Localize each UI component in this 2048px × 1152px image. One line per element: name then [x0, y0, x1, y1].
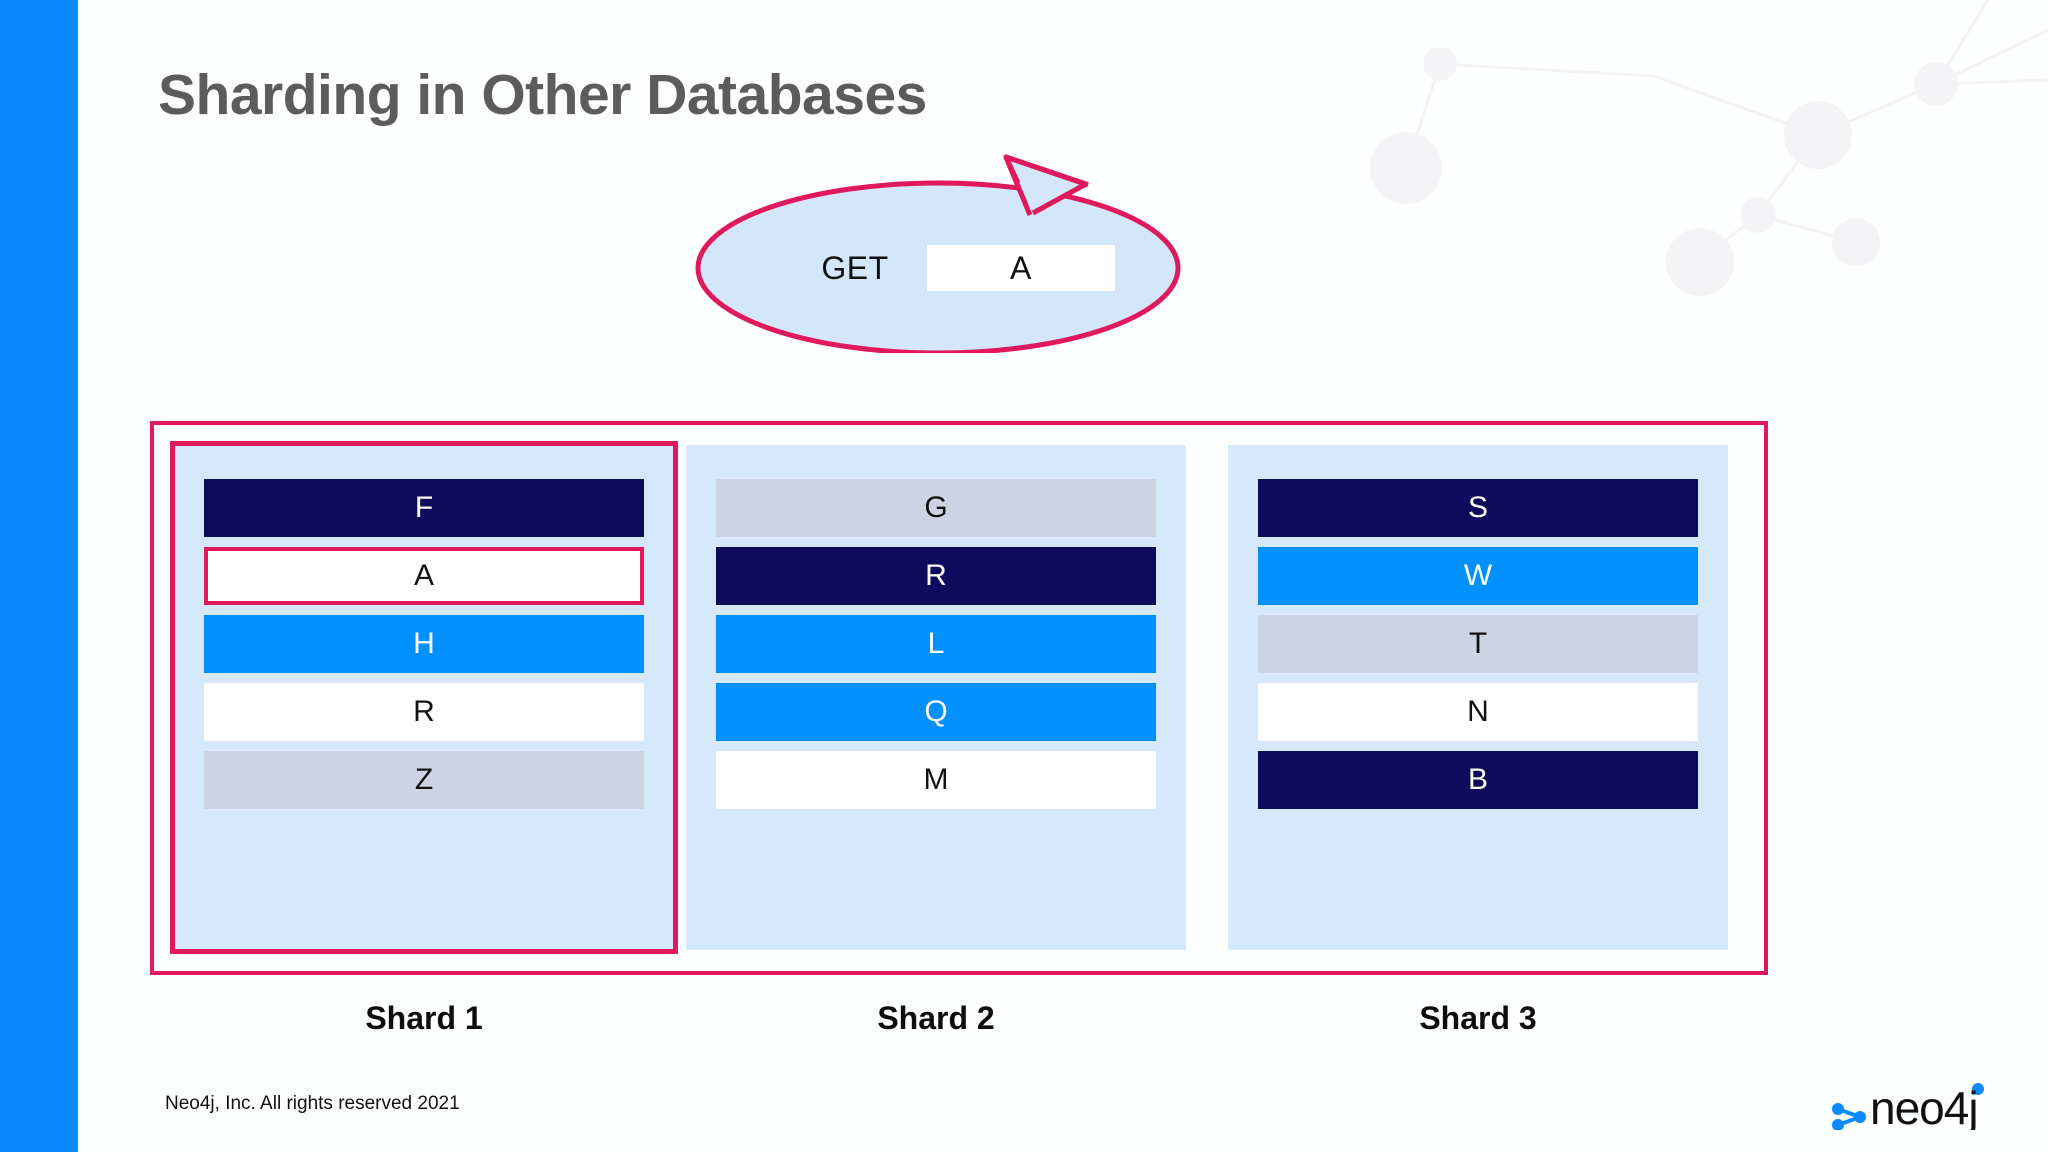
key-row[interactable]: L	[716, 615, 1156, 673]
bubble-verb-label: GET	[821, 249, 889, 286]
shard-panel-1: F A H R Z	[174, 445, 674, 950]
key-row[interactable]: B	[1258, 751, 1698, 809]
key-row-highlighted[interactable]: A	[204, 547, 644, 605]
key-label: F	[414, 491, 434, 524]
shard-panel-3: S W T N B	[1228, 445, 1728, 950]
key-row[interactable]: R	[204, 683, 644, 741]
key-row[interactable]: S	[1258, 479, 1698, 537]
key-label: M	[923, 763, 949, 796]
shard-label-1: Shard 1	[365, 1000, 483, 1036]
key-label: A	[413, 559, 434, 592]
shard-column-3[interactable]: S W T N B	[1228, 445, 1728, 950]
key-row[interactable]: G	[716, 479, 1156, 537]
key-label: Q	[924, 695, 948, 728]
page-title: Sharding in Other Databases	[158, 63, 927, 127]
sharded-cluster-frame	[150, 421, 1768, 975]
shard-panel-2: G R L Q M	[686, 445, 1186, 950]
key-label: G	[924, 491, 948, 524]
shard-column-2[interactable]: G R L Q M	[686, 445, 1186, 950]
background-graph-decoration	[1370, 0, 2048, 296]
shard-label-2: Shard 2	[877, 1000, 995, 1036]
shard-column-1[interactable]: F A H R Z	[170, 441, 678, 954]
key-row[interactable]: M	[716, 751, 1156, 809]
key-label: W	[1463, 559, 1493, 592]
shard-columns: F A H R Z G R L Q M S W T N	[150, 421, 1768, 975]
key-row[interactable]: Z	[204, 751, 644, 809]
key-row[interactable]: R	[716, 547, 1156, 605]
key-row[interactable]: Q	[716, 683, 1156, 741]
footer-copyright: Neo4j, Inc. All rights reserved 2021	[165, 1093, 460, 1114]
key-label: N	[1467, 695, 1489, 728]
key-row[interactable]: F	[204, 479, 644, 537]
key-row[interactable]: N	[1258, 683, 1698, 741]
key-label: S	[1467, 491, 1488, 524]
key-label: L	[927, 627, 945, 660]
key-label: H	[413, 627, 435, 660]
left-accent-stripe	[0, 0, 78, 1152]
key-label: R	[413, 695, 435, 728]
svg-text:neo4j: neo4j	[1870, 1082, 1978, 1130]
key-row[interactable]: T	[1258, 615, 1698, 673]
key-label: R	[925, 559, 947, 592]
get-request-bubble: GET A	[688, 154, 1248, 353]
key-label: Z	[414, 763, 434, 796]
key-row[interactable]: W	[1258, 547, 1698, 605]
shard-label-3: Shard 3	[1419, 1000, 1537, 1036]
key-label: B	[1467, 763, 1488, 796]
key-label: T	[1468, 627, 1488, 660]
neo4j-logo: neo4j	[1832, 1082, 1984, 1130]
key-row[interactable]: H	[204, 615, 644, 673]
bubble-key-field: A	[926, 245, 1115, 291]
